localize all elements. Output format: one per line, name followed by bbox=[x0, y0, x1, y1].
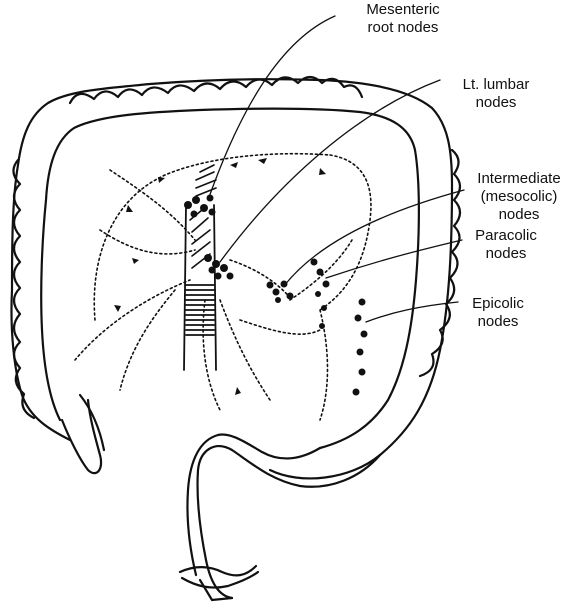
label-line: root nodes bbox=[338, 19, 468, 37]
colon-outline bbox=[11, 77, 460, 478]
label-line: nodes bbox=[462, 206, 576, 224]
paracolic-nodes-label: Paracolic nodes bbox=[456, 227, 556, 263]
intermediate-nodes-label: Intermediate (mesocolic) nodes bbox=[462, 170, 576, 224]
paracolic-node-cluster bbox=[311, 259, 330, 330]
sigmoid-rectum bbox=[180, 434, 380, 600]
label-line: nodes bbox=[456, 245, 556, 263]
mesenteric-root-node-cluster bbox=[184, 195, 216, 218]
mesenteric-root-nodes-label: Mesenteric root nodes bbox=[338, 1, 468, 37]
label-line: Intermediate bbox=[462, 170, 576, 188]
lt-lumbar-nodes-label: Lt. lumbar nodes bbox=[440, 76, 552, 112]
lt-lumbar-node-cluster bbox=[204, 254, 234, 280]
label-line: Paracolic bbox=[456, 227, 556, 245]
leader-lines bbox=[208, 16, 464, 322]
label-line: (mesocolic) bbox=[462, 188, 576, 206]
label-line: Epicolic bbox=[452, 295, 544, 313]
label-line: nodes bbox=[452, 313, 544, 331]
epicolic-nodes-label: Epicolic nodes bbox=[452, 295, 544, 331]
label-line: Mesenteric bbox=[338, 1, 468, 19]
label-line: Lt. lumbar bbox=[440, 76, 552, 94]
label-line: nodes bbox=[440, 94, 552, 112]
epicolic-node-cluster bbox=[353, 299, 368, 396]
